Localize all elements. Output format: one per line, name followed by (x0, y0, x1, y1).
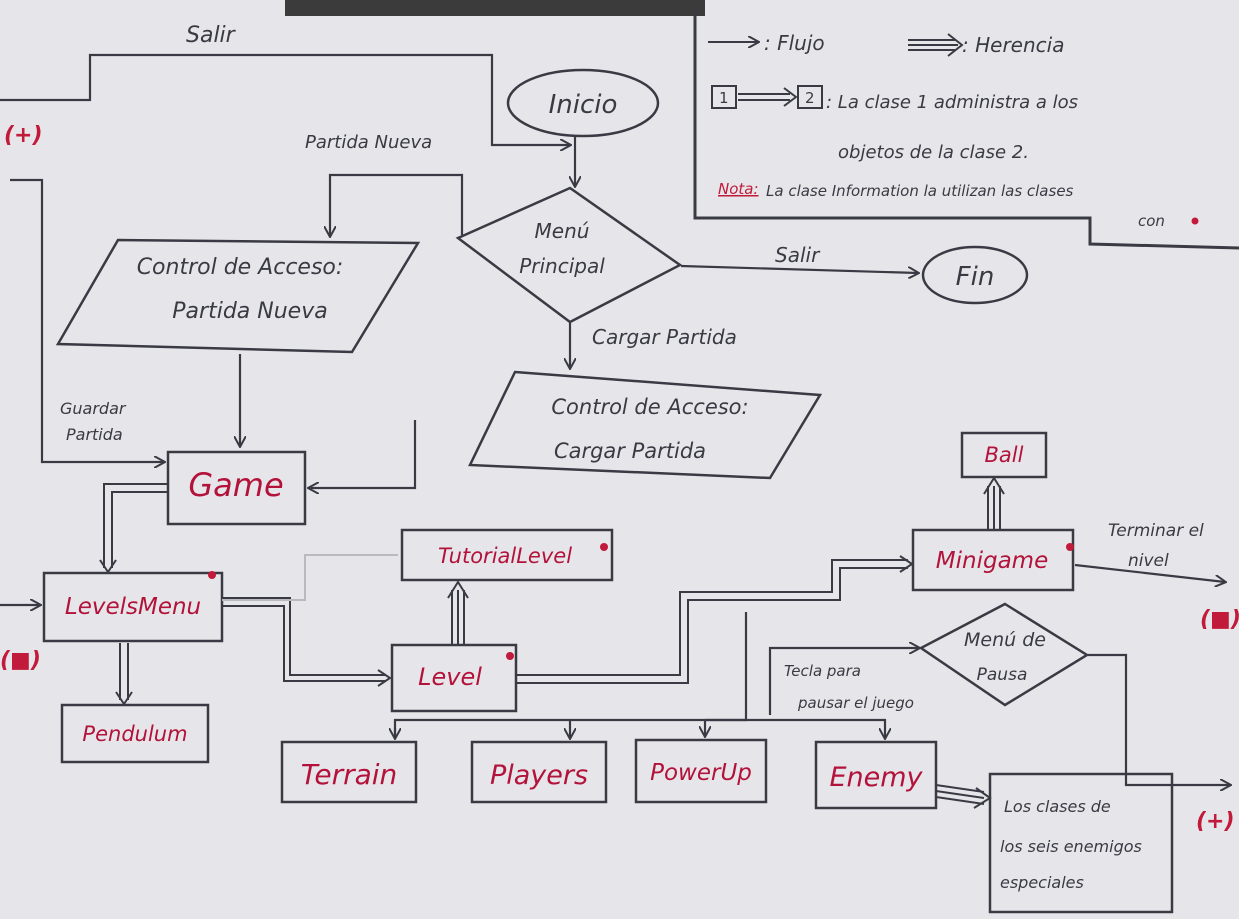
edge-label-guardar-line2: Partida (66, 425, 123, 444)
inherit-level-tutorial (447, 580, 469, 645)
level-box (390, 643, 518, 713)
edge-label-tecla-line2: pausar el juego (797, 694, 914, 712)
flow-menu-fin (680, 264, 918, 273)
levels-menu-red-dot (208, 571, 216, 579)
inherit-minigame-ball (983, 476, 1005, 530)
level-label: Level (418, 663, 482, 691)
pausa-decision (918, 602, 1090, 707)
control-nueva-line2: Partida Nueva (172, 299, 327, 324)
control-nueva-io (55, 238, 421, 354)
flow-guardar-partida (10, 178, 164, 462)
legend-manages-line2: objetos de la clase 2. (838, 142, 1029, 163)
legend-box: : Flujo : Herencia 1 2 : La clase 1 admi… (693, 6, 1239, 250)
manages-level-minigame (516, 555, 914, 684)
edge-label-terminar-line2: nivel (1128, 551, 1169, 571)
menu-principal-line2: Principal (519, 254, 605, 278)
flow-salir-top (0, 53, 570, 145)
level-red-dot (506, 652, 514, 660)
connector-plus-right: (+) (1196, 809, 1235, 834)
top-edge-strip (285, 0, 705, 16)
minigame-red-dot (1066, 543, 1074, 551)
legend-note-line1: La clase Information la utilizan las cla… (766, 182, 1074, 200)
connector-box-left: (■) (0, 648, 41, 673)
fin-label: Fin (956, 262, 995, 292)
edge-label-cargar-partida: Cargar Partida (592, 325, 737, 349)
inicio-label: Inicio (549, 90, 618, 120)
enemies-note-line1: Los clases de (1004, 797, 1111, 816)
enemies-note-line3: especiales (1000, 873, 1084, 892)
tutorial-level-box (400, 528, 614, 582)
control-cargar-line1: Control de Acceso: (551, 395, 748, 419)
inherit-enemy-classes (935, 784, 992, 809)
flow-control-cargar-game (309, 420, 417, 488)
legend-inheritance-label: : Herencia (962, 33, 1064, 57)
ball-label: Ball (985, 443, 1024, 467)
legend-flow-label: : Flujo (764, 31, 825, 55)
flow-menu-control-nueva (330, 173, 464, 236)
manages-levelsmenu-pendulum (115, 643, 133, 706)
legend-inheritance-arrow (908, 33, 964, 57)
enemies-note-box (988, 772, 1174, 914)
powerup-label: PowerUp (650, 760, 752, 786)
pendulum-box (60, 703, 210, 764)
levels-menu-label: LevelsMenu (65, 594, 201, 620)
connector-plus-left: (+) (4, 123, 43, 148)
game-label: Game (188, 466, 283, 504)
inicio-terminal (506, 68, 660, 138)
ball-box (960, 431, 1048, 479)
minigame-label: Minigame (936, 548, 1048, 574)
edge-label-salir-top: Salir (186, 23, 237, 48)
flow-terminar-nivel (1074, 563, 1225, 582)
players-box (470, 740, 608, 804)
legend-box1 (711, 85, 737, 109)
pendulum-label: Pendulum (82, 722, 187, 746)
manages-game-levelsmenu (99, 483, 168, 574)
manages-levelsmenu-level (222, 597, 392, 687)
legend-red-dot (1191, 217, 1199, 225)
enemy-label: Enemy (829, 762, 923, 793)
edge-label-partida-nueva: Partida Nueva (305, 132, 432, 153)
control-cargar-io (468, 370, 823, 480)
pausa-line2: Pausa (977, 665, 1028, 685)
legend-note-label: Nota: (718, 180, 759, 198)
flow-tecla-pausa (768, 648, 919, 715)
pausa-line1: Menú de (964, 629, 1046, 651)
manages-levelsmenu-tutorial (222, 554, 398, 601)
flow-to-enemy (705, 718, 885, 738)
legend-note-line2: con (1138, 212, 1165, 230)
players-label: Players (490, 760, 588, 791)
fin-terminal (921, 245, 1029, 305)
legend-box1-label: 1 (719, 89, 729, 107)
enemies-note-line2: los seis enemigos (1000, 837, 1142, 856)
menu-principal-line1: Menú (535, 219, 590, 243)
legend-box2 (797, 85, 823, 109)
edge-label-guardar-line1: Guardar (60, 399, 127, 418)
control-nueva-line1: Control de Acceso: (137, 255, 344, 280)
edge-label-tecla-line1: Tecla para (784, 662, 861, 680)
tutorial-level-label: TutorialLevel (438, 544, 572, 568)
tutorial-level-red-dot (600, 543, 608, 551)
edge-label-salir-fin: Salir (775, 243, 821, 267)
legend-manages-arrow (738, 87, 798, 107)
connector-box-right: (■) (1200, 607, 1239, 632)
terrain-label: Terrain (301, 758, 398, 791)
control-cargar-line2: Cargar Partida (554, 439, 706, 463)
edge-label-terminar-line1: Terminar el (1108, 521, 1204, 541)
terrain-box (280, 740, 418, 804)
enemy-box (814, 740, 938, 810)
flow-pausa-out (1088, 653, 1230, 785)
legend-manages-line1: : La clase 1 administra a los (826, 92, 1078, 113)
powerup-box (634, 738, 768, 804)
legend-box2-label: 2 (805, 89, 815, 107)
game-box (166, 450, 307, 526)
menu-principal-decision (455, 186, 683, 324)
